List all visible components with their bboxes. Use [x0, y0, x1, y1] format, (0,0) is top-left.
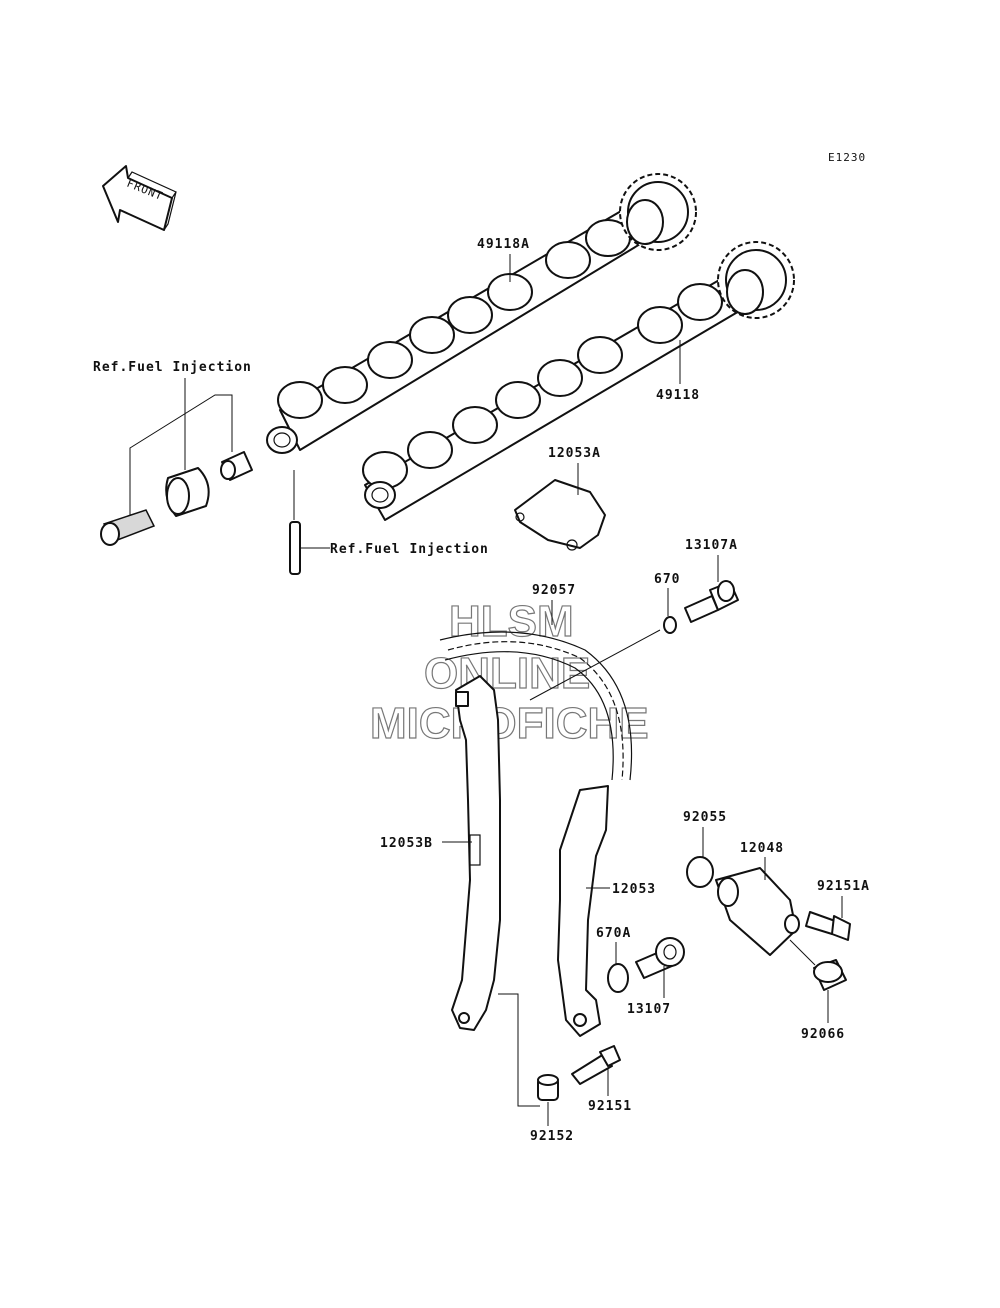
bolt-lower[interactable]	[635, 937, 685, 979]
label-13107[interactable]: 13107	[627, 1002, 671, 1017]
label-92151[interactable]: 92151	[588, 1099, 632, 1114]
bolt-upper[interactable]	[684, 580, 739, 623]
chain-guide-upper[interactable]	[514, 479, 606, 551]
label-12048[interactable]: 12048	[740, 841, 784, 856]
label-670A[interactable]: 670A	[596, 926, 631, 941]
timing-chain[interactable]	[439, 631, 633, 781]
label-13107A[interactable]: 13107A	[685, 538, 738, 553]
label-92055[interactable]: 92055	[683, 810, 727, 825]
svg-text:MICROFICHE: MICROFICHE	[370, 699, 649, 748]
label-670[interactable]: 670	[654, 572, 680, 587]
ref-fuel-injection-leaders	[129, 378, 330, 549]
diagram-code: E1230	[828, 151, 866, 164]
label-49118A[interactable]: 49118A	[477, 237, 530, 252]
label-12053A[interactable]: 12053A	[548, 446, 601, 461]
camshaft-exhaust[interactable]	[362, 241, 795, 521]
label-92066[interactable]: 92066	[801, 1027, 845, 1042]
front-arrow-icon: FRONT	[102, 165, 177, 231]
oring-lower[interactable]	[607, 963, 629, 993]
ref-fuel-injection-parts	[100, 451, 301, 575]
label-ref-fuel-injection-lower[interactable]: Ref.Fuel Injection	[330, 542, 489, 557]
plug[interactable]	[813, 959, 847, 991]
label-12053B[interactable]: 12053B	[380, 836, 433, 851]
collar[interactable]	[537, 1074, 559, 1101]
label-92151A[interactable]: 92151A	[817, 879, 870, 894]
label-12053[interactable]: 12053	[612, 882, 656, 897]
oring-tensioner[interactable]	[686, 856, 714, 888]
label-92152[interactable]: 92152	[530, 1129, 574, 1144]
svg-text:ONLINE: ONLINE	[424, 649, 590, 698]
label-49118[interactable]: 49118	[656, 388, 700, 403]
chain-guide-rear[interactable]	[557, 785, 609, 1037]
camshaft-intake[interactable]	[266, 173, 697, 454]
watermark: HLSM ONLINE MICROFICHE	[369, 596, 649, 748]
label-ref-fuel-injection-upper[interactable]: Ref.Fuel Injection	[93, 360, 252, 375]
part-labels: 49118A 49118 Ref.Fuel Injection Ref.Fuel…	[93, 237, 870, 1144]
bolt-pivot[interactable]	[571, 1045, 621, 1085]
bolt-tensioner[interactable]	[805, 911, 851, 941]
label-92057[interactable]: 92057	[532, 583, 576, 598]
oring-upper[interactable]	[663, 616, 677, 634]
tensioner[interactable]	[715, 867, 800, 956]
chain-guide-front[interactable]	[451, 675, 501, 1031]
